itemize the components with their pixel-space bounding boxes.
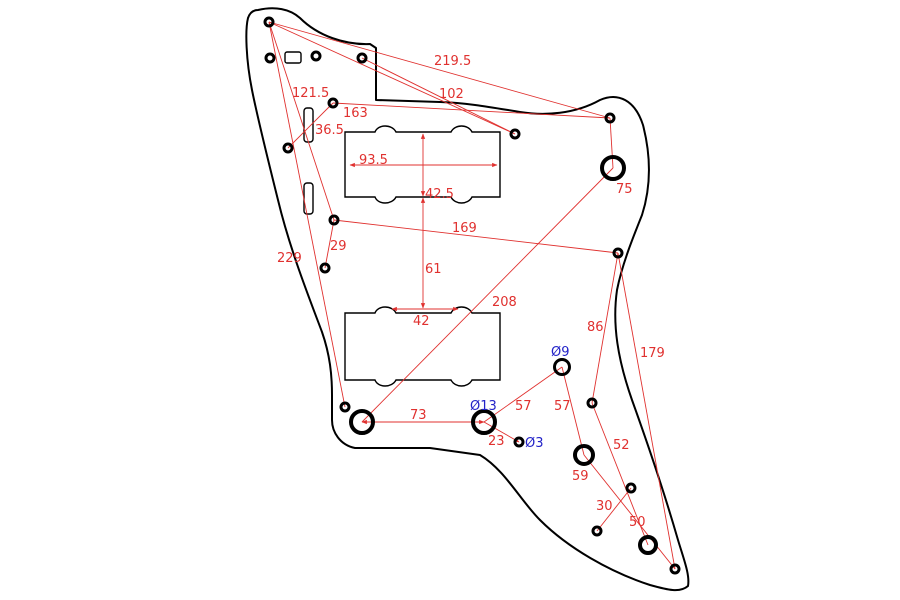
diameter-labels: Ø9 Ø13 Ø3 [470,345,570,451]
dim-label-42-5: 42.5 [425,187,454,202]
dim-label-23: 23 [488,434,505,449]
screw-hole [513,436,525,448]
dim-label-75: 75 [616,182,633,197]
screw-hole [328,214,340,226]
pot-hole-bottom [638,535,658,555]
dimension-lines [268,21,676,570]
dim-label-86: 86 [587,320,604,335]
screw-hole [612,247,624,259]
screw-hole [591,525,603,537]
dim-label-50: 50 [629,515,646,530]
switch-slot-top [284,51,302,64]
dim-label-73: 73 [410,408,427,423]
diameter-label-3: Ø3 [525,436,544,451]
dim-label-121-5: 121.5 [292,86,329,101]
switch-slot-lower [303,182,314,215]
pot-hole-jack [349,409,375,435]
dim-label-61: 61 [425,262,442,277]
screw-hole [263,16,275,28]
dim-label-219-5: 219.5 [434,54,471,69]
dim-label-36-5: 36.5 [315,123,344,138]
screw-hole [282,142,294,154]
dim-label-208: 208 [492,295,517,310]
dim-label-179: 179 [640,346,665,361]
screw-hole [327,97,339,109]
screw-hole [625,482,637,494]
screw-hole [604,112,616,124]
dim-label-29: 29 [330,239,347,254]
dim-label-229: 229 [277,251,302,266]
control-holes [349,155,658,555]
pot-hole-13 [471,409,497,435]
screw-hole [586,397,598,409]
diameter-label-13: Ø13 [470,399,497,414]
screw-hole [356,52,368,64]
dim-label-163: 163 [343,106,368,121]
screw-hole [264,52,276,64]
diameter-label-9: Ø9 [551,345,570,360]
screw-hole [310,50,322,62]
neck-pickup-cutout [344,125,501,204]
dimension-labels: 219.5 102 121.5 163 36.5 93.5 42.5 75 16… [277,54,665,530]
screw-hole [669,563,681,575]
pot-hole-9 [553,358,571,376]
dim-label-57-a: 57 [554,399,571,414]
screw-hole [509,128,521,140]
dim-label-59: 59 [572,469,589,484]
dim-label-42: 42 [413,314,430,329]
bridge-pickup-cutout [344,306,501,387]
dim-label-93-5: 93.5 [359,153,388,168]
pot-hole-upper [600,155,626,181]
dim-label-102: 102 [439,87,464,102]
dim-label-169: 169 [452,221,477,236]
screw-hole [339,401,351,413]
screw-holes [263,16,681,575]
dim-label-57-b: 57 [515,399,532,414]
screw-hole [319,262,331,274]
switch-slot-left [303,107,314,143]
dim-label-30: 30 [596,499,613,514]
pot-hole-lower [573,444,595,466]
dim-label-52: 52 [613,438,630,453]
